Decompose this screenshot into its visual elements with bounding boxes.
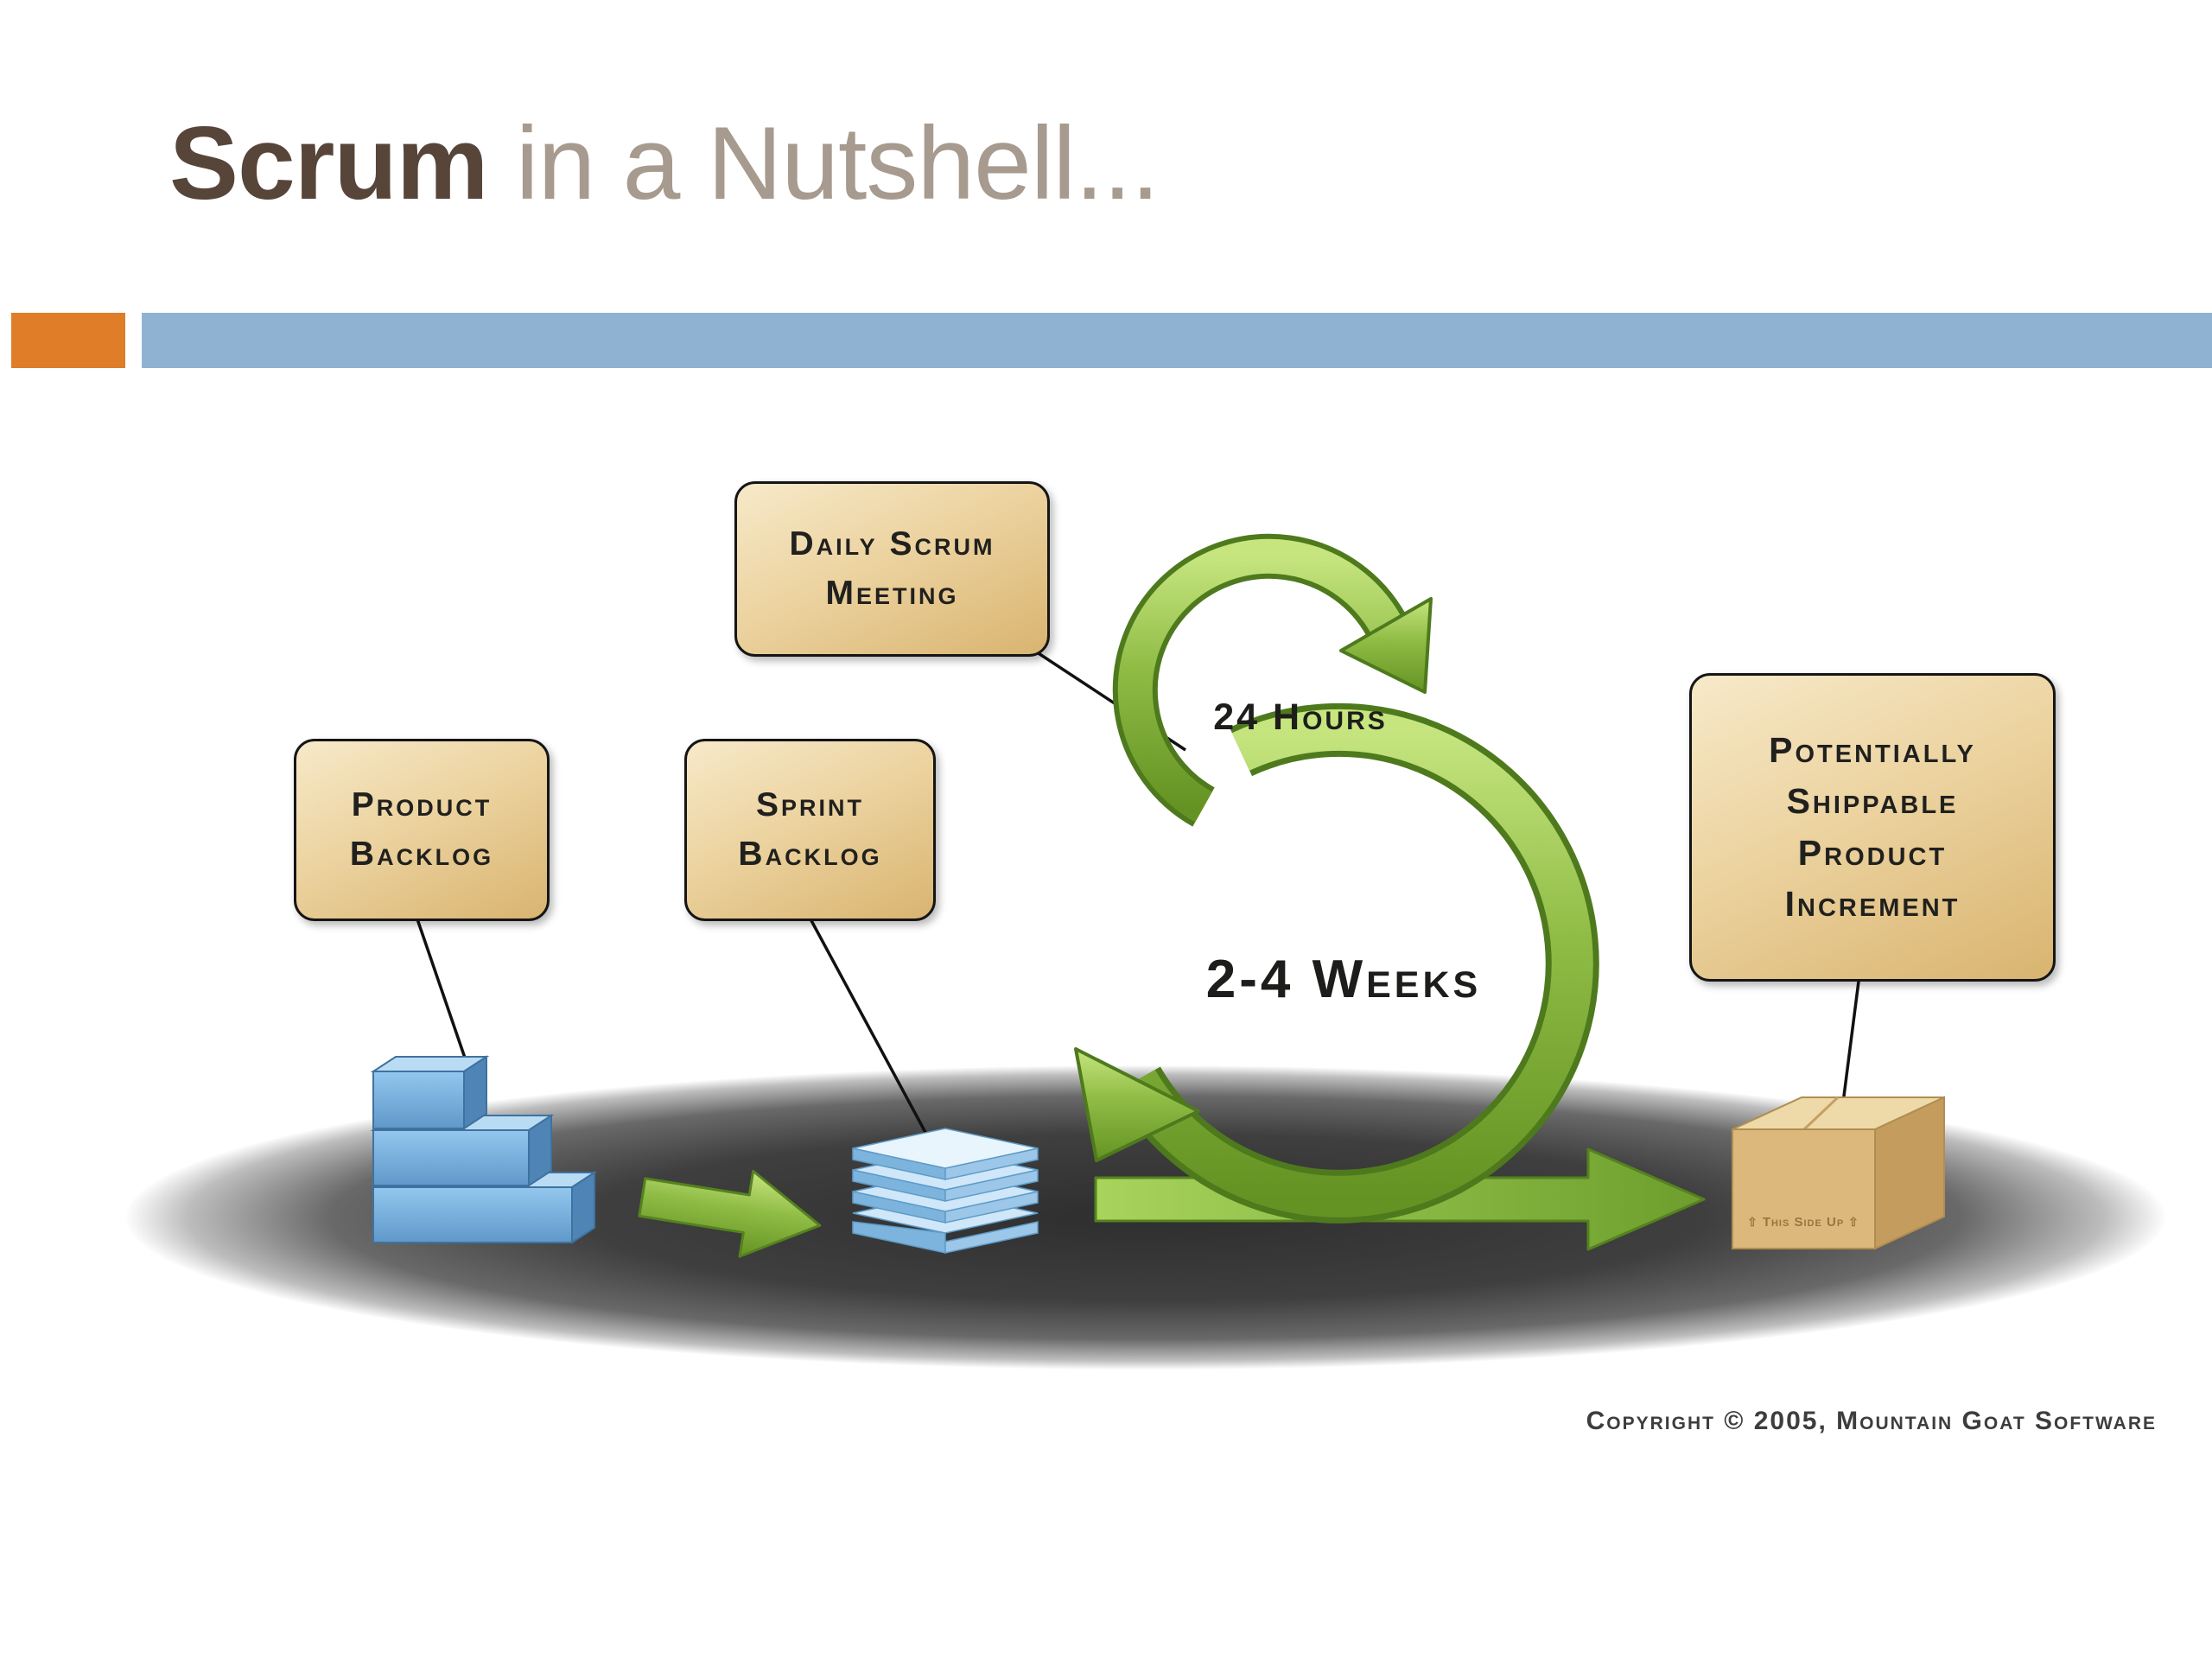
daily-loop-arrowhead: [1339, 597, 1433, 694]
label-line: Product: [351, 785, 493, 823]
label-line: Potentially: [1769, 729, 1976, 770]
page-title: Scrum in a Nutshell...: [169, 104, 1160, 223]
up-arrow-icon: ⇧: [1848, 1215, 1859, 1229]
sprint-backlog-box: Sprint Backlog: [684, 739, 936, 921]
sprint-loop-arrow: [1074, 702, 1599, 1224]
title-rest: in a Nutshell...: [487, 105, 1160, 221]
label-line: Sprint: [755, 785, 864, 823]
label-line: Backlog: [738, 835, 882, 873]
connector-sprint-backlog: [806, 913, 942, 1160]
sprint-backlog-stack: [852, 1128, 1039, 1254]
label-line: Meeting: [825, 574, 959, 612]
carton-caption: ⇧ This Side Up ⇧: [1735, 1215, 1872, 1230]
title-emphasis: Scrum: [169, 105, 488, 221]
sprint-loop-arrowhead: [1074, 1047, 1200, 1162]
transfer-arrow: [638, 1169, 822, 1258]
this-side-up-label: This Side Up: [1762, 1215, 1845, 1230]
product-backlog-box: Product Backlog: [294, 739, 550, 921]
product-backlog-stack: [370, 1055, 598, 1244]
label-line: Increment: [1784, 883, 1961, 924]
copyright-notice: Copyright © 2005, Mountain Goat Software: [1586, 1407, 2157, 1435]
label-line: Product: [1797, 832, 1948, 873]
label-line: Shippable: [1786, 781, 1959, 822]
daily-cycle-label: 24 Hours: [1213, 696, 1388, 738]
daily-scrum-meeting-box: Daily Scrum Meeting: [734, 481, 1050, 657]
accent-bar-orange: [11, 313, 125, 368]
sheet: [852, 1128, 1039, 1180]
sprint-cycle-label: 2-4 Weeks: [1205, 950, 1482, 1009]
connector-shippable-increment: [1840, 974, 1861, 1117]
shippable-increment-box: Potentially Shippable Product Increment: [1689, 673, 2056, 982]
daily-loop-arrow: [1112, 533, 1433, 827]
accent-bar-blue: [142, 313, 2212, 368]
label-line: Backlog: [349, 835, 494, 873]
connector-product-backlog: [414, 913, 468, 1064]
shippable-carton: [1732, 1096, 1945, 1250]
up-arrow-icon: ⇧: [1747, 1215, 1758, 1229]
label-line: Daily Scrum: [789, 524, 995, 563]
